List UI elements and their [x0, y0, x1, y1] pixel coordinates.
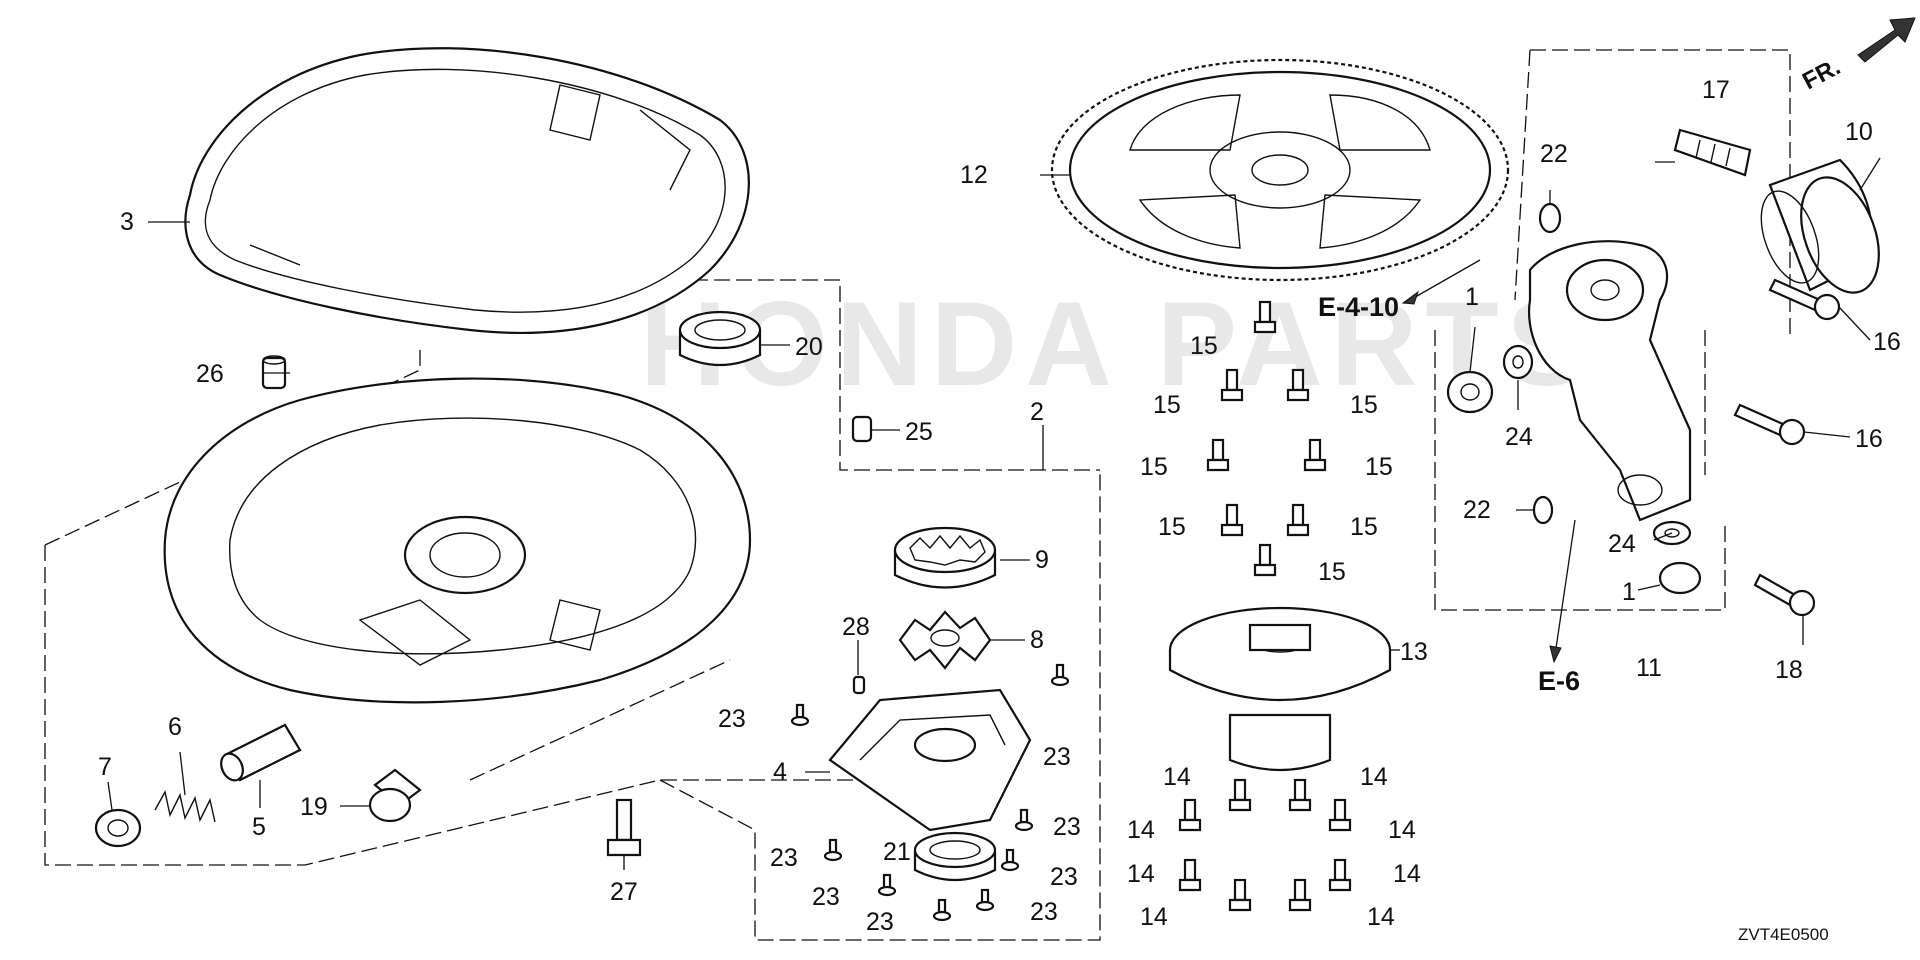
callout-15f: 15	[1158, 513, 1186, 541]
callout-19: 19	[300, 793, 328, 821]
oil-pump-body-part-11	[1528, 240, 1692, 522]
callout-6: 6	[168, 713, 182, 741]
callout-5: 5	[252, 813, 266, 841]
screws-part-23	[790, 663, 1070, 922]
callout-15a: 15	[1190, 332, 1218, 360]
callout-10: 10	[1845, 118, 1873, 146]
reference-arrows	[1401, 259, 1576, 664]
inner-rotor-part-8	[898, 610, 992, 670]
spring-part-6	[154, 790, 216, 823]
callout-15h: 15	[1318, 558, 1346, 586]
bolts-part-14	[1178, 778, 1352, 912]
callout-8: 8	[1030, 626, 1044, 654]
dowel-part-26	[261, 355, 287, 390]
callout-20: 20	[795, 333, 823, 361]
callout-1b: 1	[1622, 578, 1636, 606]
callout-27: 27	[610, 878, 638, 906]
ring-gear-part-12	[1050, 58, 1510, 282]
callout-23e: 23	[1050, 863, 1078, 891]
front-indicator-label: FR.	[1798, 53, 1845, 95]
dowel-part-28	[852, 675, 866, 695]
callout-3: 3	[120, 208, 134, 236]
callout-9: 9	[1035, 546, 1049, 574]
callout-14g: 14	[1140, 903, 1168, 931]
oil-seal-part-21	[913, 831, 997, 882]
oil-seal-part-20	[678, 310, 762, 367]
watermark-text: HONDA PARTS	[640, 277, 1595, 411]
callout-25: 25	[905, 418, 933, 446]
plugs-part-1	[1446, 370, 1702, 595]
callout-15d: 15	[1140, 453, 1168, 481]
bolt-part-18	[1753, 573, 1816, 617]
relief-valve-part-5	[220, 723, 302, 782]
callout-23d: 23	[770, 844, 798, 872]
diagram-code: ZVT4E0500	[1738, 925, 1829, 944]
callout-1a: 1	[1465, 283, 1479, 311]
callout-16b: 16	[1855, 425, 1883, 453]
callout-14h: 14	[1367, 903, 1395, 931]
dowel-part-25	[851, 415, 873, 443]
callout-22b: 22	[1463, 496, 1491, 524]
reference-e-4-10: E-4-10	[1318, 292, 1399, 322]
plug-part-7	[94, 808, 142, 848]
bolts-part-16	[1733, 278, 1841, 446]
callout-2: 2	[1030, 398, 1044, 426]
callout-23h: 23	[866, 908, 894, 936]
washers-part-22	[1532, 202, 1562, 525]
callout-17: 17	[1702, 76, 1730, 104]
callout-14e: 14	[1127, 860, 1155, 888]
callout-16a: 16	[1873, 328, 1901, 356]
drive-plate-part-13	[1168, 606, 1392, 772]
callout-15g: 15	[1350, 513, 1378, 541]
gasket-part-3	[184, 47, 750, 334]
oil-filter-part-10	[1760, 158, 1880, 294]
callout-15b: 15	[1153, 391, 1181, 419]
bolt-part-27	[606, 798, 642, 857]
plug-part-19	[368, 768, 422, 823]
callout-26: 26	[196, 360, 224, 388]
outer-rotor-part-9	[893, 526, 997, 589]
callout-18: 18	[1775, 656, 1803, 684]
housing-part-2	[163, 377, 752, 704]
callout-14a: 14	[1163, 763, 1191, 791]
callout-12: 12	[960, 161, 988, 189]
callout-7: 7	[98, 753, 112, 781]
front-arrow-icon	[1857, 17, 1916, 63]
callout-21: 21	[883, 838, 911, 866]
callout-11: 11	[1636, 654, 1662, 682]
watermark: HONDA PARTS	[640, 277, 1595, 411]
bolts-part-15	[1206, 300, 1327, 577]
callout-28: 28	[842, 613, 870, 641]
callout-15c: 15	[1350, 391, 1378, 419]
callout-13: 13	[1400, 638, 1428, 666]
callout-23g: 23	[1030, 898, 1058, 926]
pump-cover-part-4	[828, 688, 1032, 832]
callout-22a: 22	[1540, 140, 1568, 168]
callout-23f: 23	[812, 883, 840, 911]
leader-lines	[107, 157, 1881, 870]
callout-14c: 14	[1127, 816, 1155, 844]
callout-23c: 23	[1053, 813, 1081, 841]
callout-15e: 15	[1365, 453, 1393, 481]
callout-14f: 14	[1393, 860, 1421, 888]
callout-23b: 23	[1043, 743, 1071, 771]
callout-14d: 14	[1388, 816, 1416, 844]
stud-part-17	[1673, 128, 1752, 177]
callout-24b: 24	[1608, 530, 1636, 558]
callout-labels: 3 26 20 25 2 9 8 28 4 6 7 5 19 27 21 12 …	[98, 76, 1901, 936]
callout-14b: 14	[1360, 763, 1388, 791]
callout-23a: 23	[718, 705, 746, 733]
callout-4: 4	[773, 758, 787, 786]
reference-e-6: E-6	[1538, 666, 1580, 696]
callout-24a: 24	[1505, 423, 1533, 451]
group-boundaries	[44, 49, 1791, 941]
